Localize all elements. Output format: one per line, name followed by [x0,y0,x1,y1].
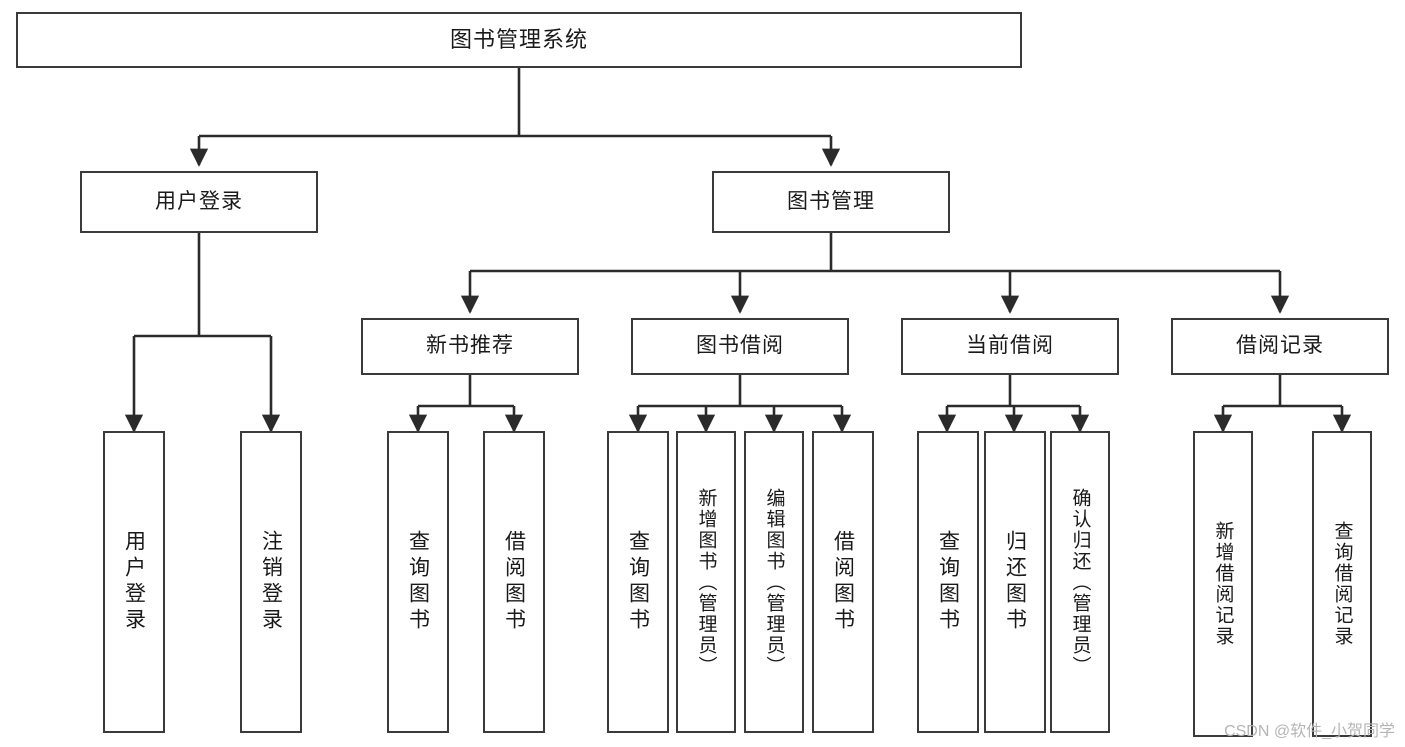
node-current-borrow[interactable]: 当前借阅 [901,318,1119,375]
node-leaf-user-login-label: 用户登录 [122,530,146,634]
node-user-login-label: 用户登录 [155,189,243,213]
node-borrow-record-label: 借阅记录 [1236,334,1324,358]
node-leaf-logout-label: 注销登录 [259,530,283,634]
node-new-book-recommend[interactable]: 新书推荐 [361,318,579,375]
node-leaf-query-record-label: 查询借阅记录 [1331,521,1353,647]
node-leaf-return-book-label: 归还图书 [1003,530,1027,634]
watermark: CSDN @软件_小贺同学 [1224,723,1395,740]
node-leaf-return-book[interactable]: 归还图书 [984,431,1046,733]
node-user-login[interactable]: 用户登录 [80,171,318,233]
node-book-borrow[interactable]: 图书借阅 [631,318,849,375]
node-leaf-query-book-1-label: 查询图书 [406,530,430,634]
node-new-book-recommend-label: 新书推荐 [426,334,514,358]
node-current-borrow-label: 当前借阅 [966,334,1054,358]
node-leaf-add-record[interactable]: 新增借阅记录 [1193,431,1253,737]
node-leaf-query-book-1[interactable]: 查询图书 [387,431,449,733]
node-leaf-borrow-book-1[interactable]: 借阅图书 [483,431,545,733]
node-root-label: 图书管理系统 [449,27,588,53]
node-leaf-query-book-2[interactable]: 查询图书 [607,431,669,733]
node-leaf-query-book-2-label: 查询图书 [626,530,650,634]
node-root[interactable]: 图书管理系统 [16,12,1022,68]
node-leaf-borrow-book-2-label: 借阅图书 [831,530,855,634]
node-book-borrow-label: 图书借阅 [696,334,784,358]
node-leaf-confirm-return-label: 确认归还（管理员） [1069,487,1091,677]
node-leaf-add-record-label: 新增借阅记录 [1212,521,1234,647]
node-leaf-borrow-book-1-label: 借阅图书 [502,530,526,634]
node-borrow-record[interactable]: 借阅记录 [1171,318,1389,375]
node-leaf-user-login[interactable]: 用户登录 [103,431,165,733]
node-leaf-add-book[interactable]: 新增图书（管理员） [676,431,736,733]
node-leaf-edit-book-label: 编辑图书（管理员） [763,487,785,677]
node-book-manage[interactable]: 图书管理 [712,171,950,233]
node-book-manage-label: 图书管理 [787,189,875,213]
node-leaf-query-record[interactable]: 查询借阅记录 [1312,431,1372,737]
node-leaf-query-book-3[interactable]: 查询图书 [917,431,979,733]
node-leaf-add-book-label: 新增图书（管理员） [695,487,717,677]
node-leaf-borrow-book-2[interactable]: 借阅图书 [812,431,874,733]
node-leaf-edit-book[interactable]: 编辑图书（管理员） [744,431,804,733]
node-leaf-confirm-return[interactable]: 确认归还（管理员） [1050,431,1110,733]
node-leaf-logout[interactable]: 注销登录 [240,431,302,733]
node-leaf-query-book-3-label: 查询图书 [936,530,960,634]
